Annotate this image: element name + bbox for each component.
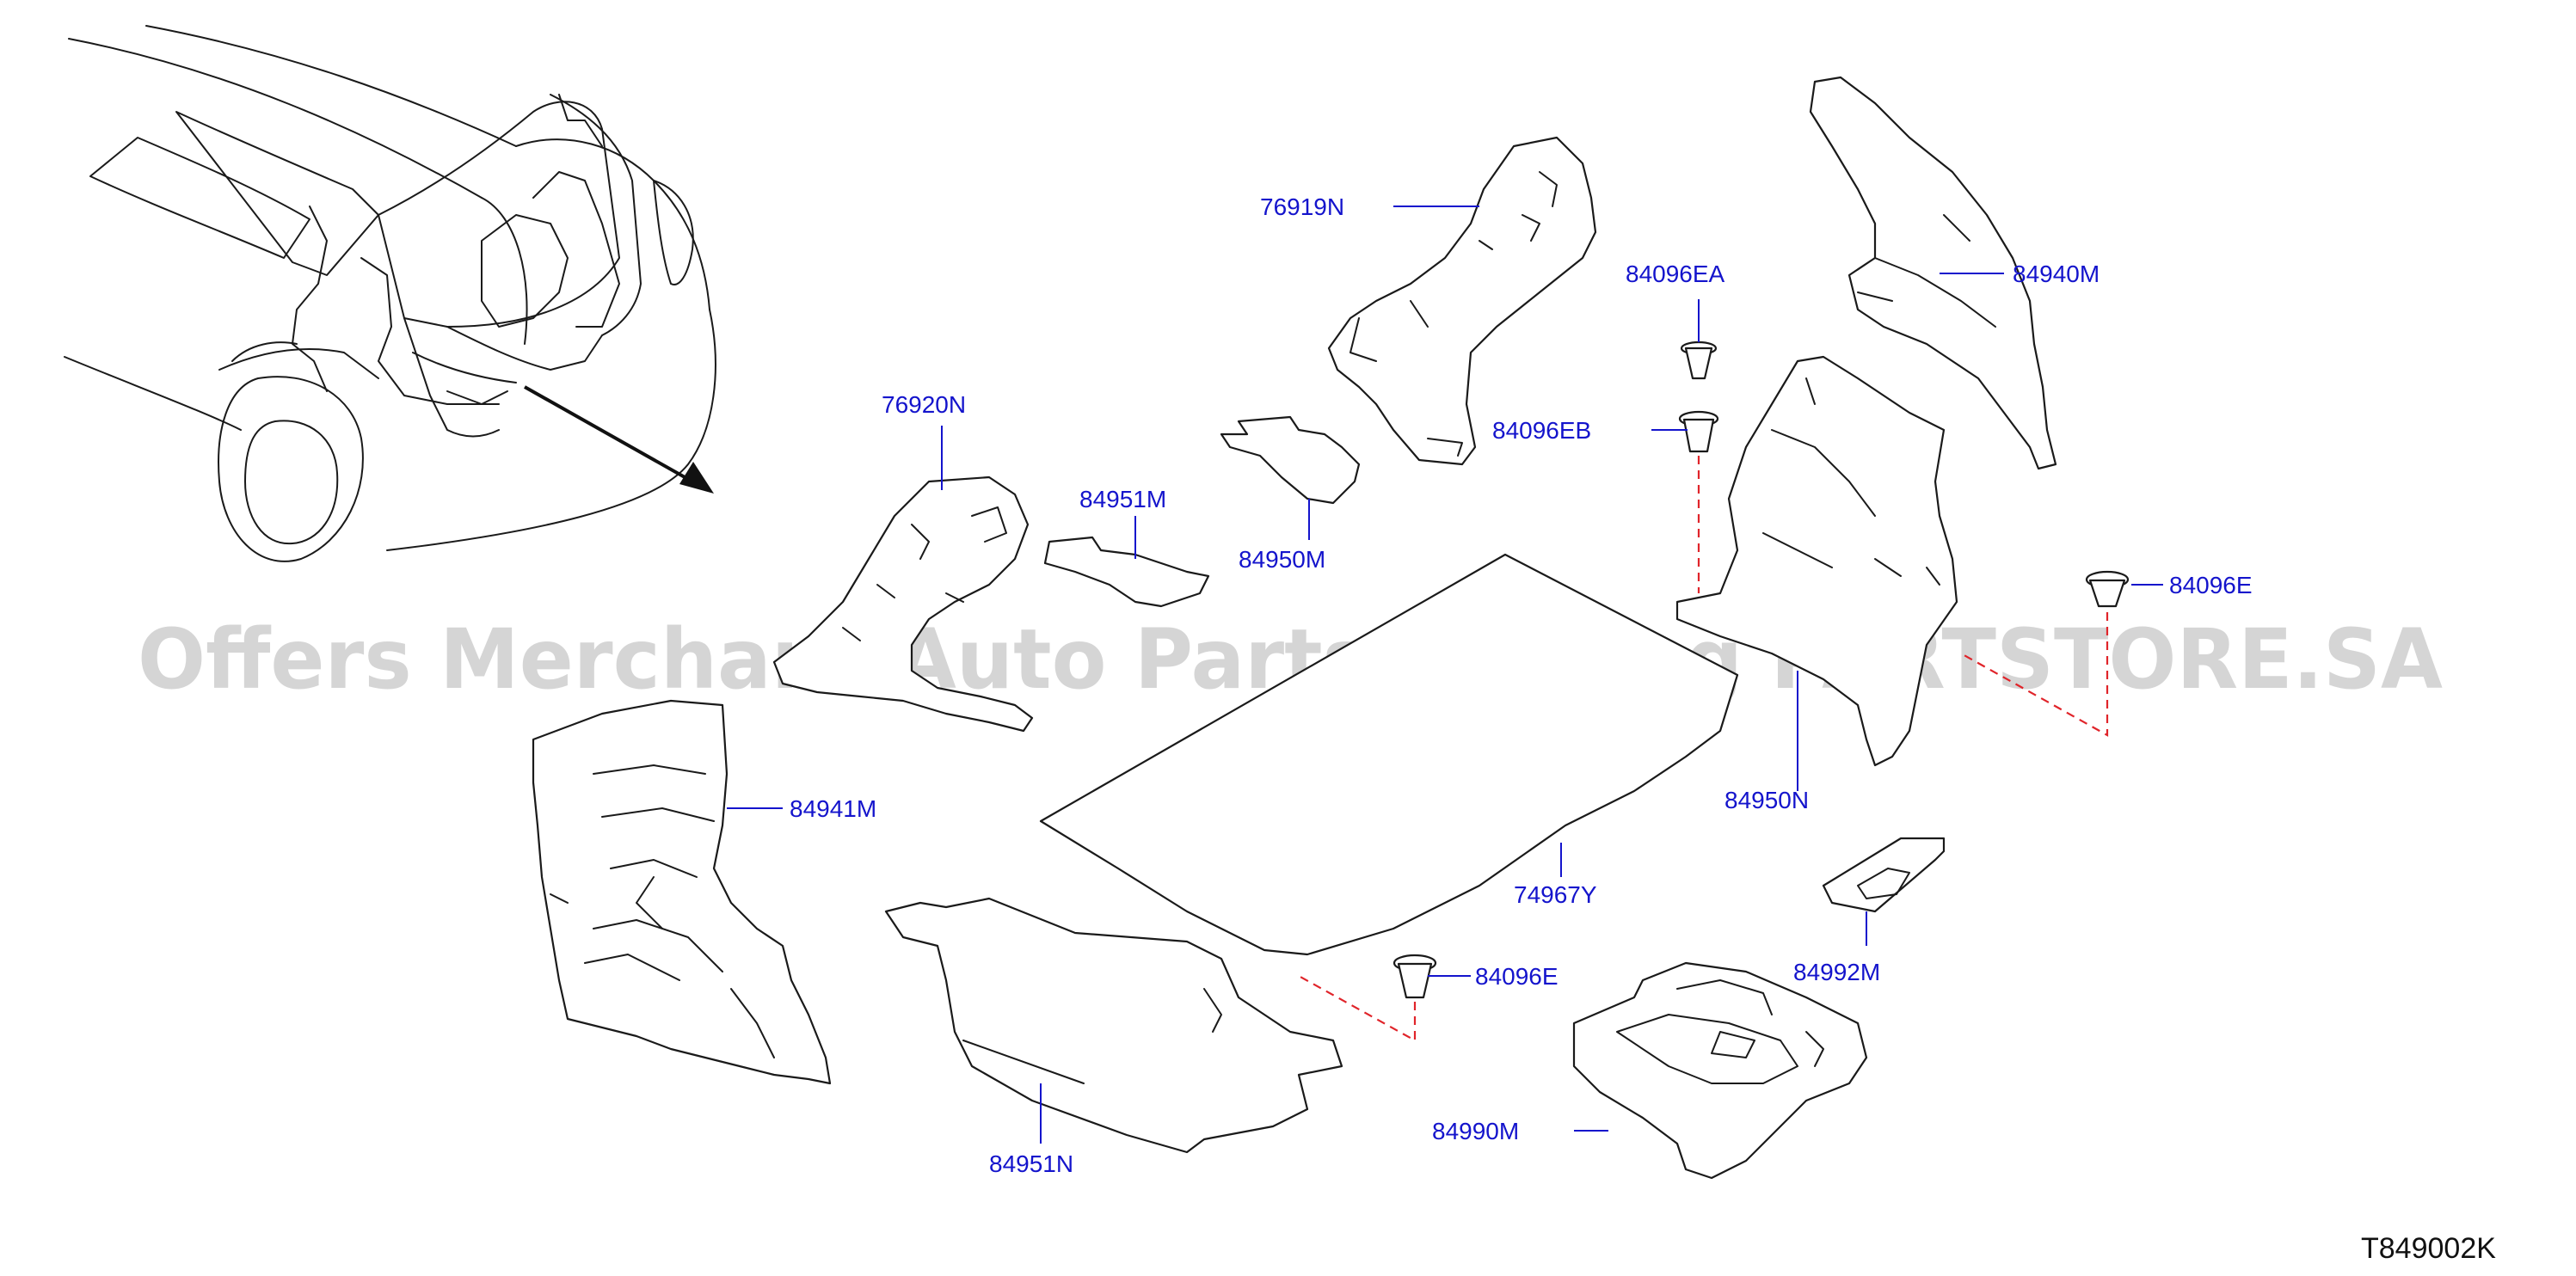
clip-84096ea [1680, 340, 1718, 380]
vehicle-rear-illustration [64, 25, 716, 562]
callout-84096eb: 84096EB [1492, 417, 1591, 444]
callout-84951n: 84951N [989, 1150, 1073, 1177]
part-84950n-side-trim [1675, 355, 1958, 767]
callout-84096e-center: 84096E [1475, 963, 1559, 990]
callout-76920n: 76920N [882, 391, 966, 418]
part-84992m-cover [1822, 837, 1946, 913]
part-84990m-storage-tray [1572, 961, 1868, 1180]
callout-76919n: 76919N [1260, 193, 1344, 220]
part-84951n-lower-trim [884, 897, 1343, 1154]
clip-84096e-right [2085, 570, 2130, 608]
clip-84096eb [1678, 410, 1719, 453]
callout-74967y: 74967Y [1514, 881, 1597, 908]
direction-arrow [524, 385, 714, 494]
callout-84950m: 84950M [1239, 546, 1325, 573]
part-76920n-bracket [772, 475, 1034, 733]
callout-labels: 76919N 84096EA 84940M 84096EB 76920N 849… [790, 193, 2253, 1177]
clip-84096e-center [1393, 954, 1437, 999]
part-84940m-trim-strip [1809, 76, 2057, 470]
assembly-guides [1298, 456, 2109, 1042]
diagram-code: T849002K [2361, 1232, 2496, 1265]
leader-lines [727, 206, 2163, 1144]
callout-84992m: 84992M [1793, 959, 1880, 985]
callout-84096e-right: 84096E [2169, 572, 2253, 598]
callout-84941m: 84941M [790, 795, 876, 822]
part-76919n-bracket [1327, 136, 1597, 466]
callout-84951m: 84951M [1079, 486, 1166, 512]
part-84951m-panel [1043, 536, 1210, 608]
callout-84096ea: 84096EA [1626, 261, 1725, 287]
part-84941m-side-trim [532, 699, 832, 1085]
callout-84950n: 84950N [1725, 787, 1809, 813]
part-84950m-panel [1220, 415, 1361, 505]
callout-84990m: 84990M [1432, 1118, 1519, 1144]
callout-84940m: 84940M [2013, 261, 2100, 287]
part-74967y-floor-board [1039, 553, 1739, 956]
